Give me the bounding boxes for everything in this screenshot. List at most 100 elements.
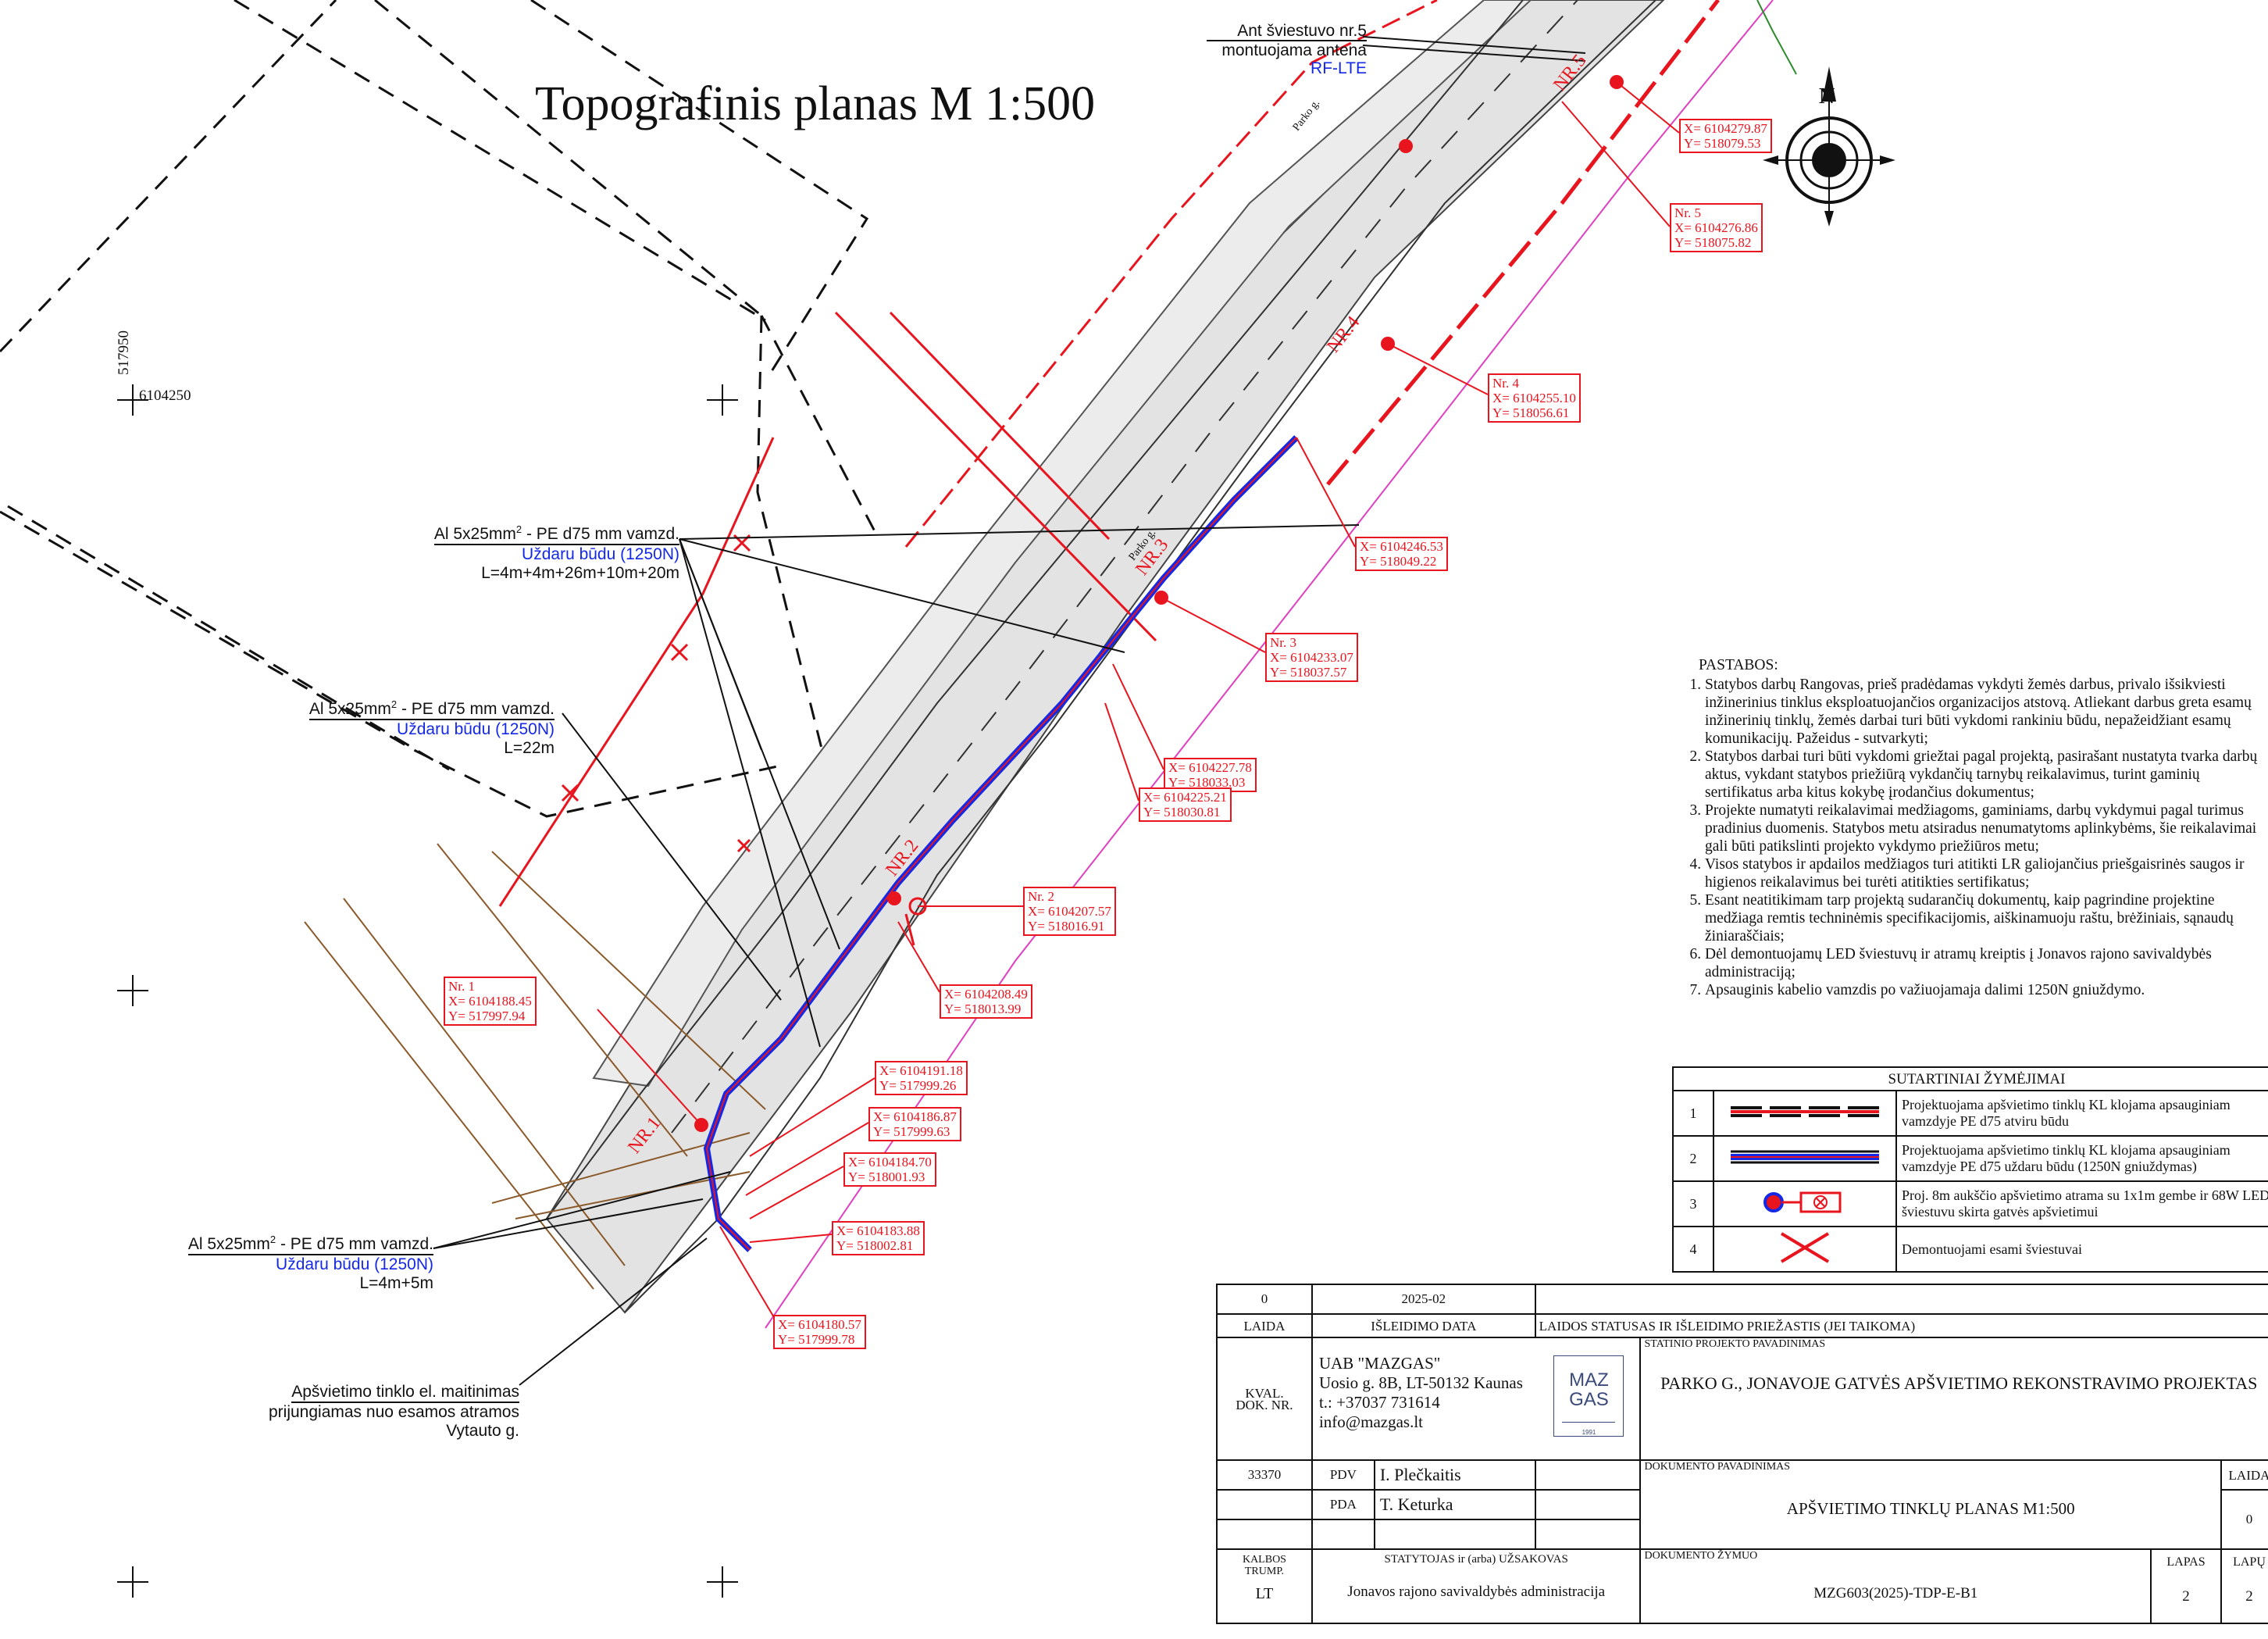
coord-y: Y= 518013.99 [944, 1002, 1022, 1016]
sheet-cell: LAPAS 2 [2150, 1548, 2222, 1624]
code-label: DOKUMENTO ŽYMUO [1644, 1550, 1758, 1562]
legend-symbol [1713, 1090, 1897, 1137]
legend-symbol [1713, 1180, 1897, 1227]
callout-length: L=4m+5m [359, 1274, 433, 1292]
coord-y: Y= 518002.81 [836, 1238, 914, 1253]
north-label: N [1819, 84, 1835, 109]
remove-x-icon [1780, 1231, 1830, 1263]
plan-title: Topografinis planas M 1:500 [535, 77, 1096, 130]
coord-x: X= 6104208.49 [944, 987, 1028, 1002]
grid-label-x: 6104250 [139, 387, 191, 404]
notes-section: PASTABOS: Statybos darbų Rangovas, prieš… [1675, 656, 2268, 999]
kval-number: 33370 [1216, 1459, 1313, 1491]
issue-date: 2025-02 [1311, 1284, 1536, 1315]
light-pole-icon [1763, 1191, 1842, 1212]
coord-x: X= 6104227.78 [1168, 760, 1252, 775]
power-note-title: Apšvietimo tinklo el. maitinimas [291, 1383, 519, 1403]
coord-x: X= 6104225.21 [1143, 790, 1227, 805]
coord-x: X= 6104255.10 [1492, 391, 1576, 405]
road [545, 0, 1665, 1314]
coord-name: Nr. 3 [1270, 635, 1296, 650]
sheets-total-cell: LAPŲ 2 [2220, 1548, 2268, 1624]
document-code: MZG603(2025)-TDP-E-B1 [1813, 1585, 1978, 1602]
coord-y: Y= 517999.78 [778, 1332, 855, 1347]
cable-spec-rest: - PE d75 mm vamzd. [276, 1235, 433, 1253]
sheets-total: 2 [2245, 1588, 2253, 1605]
document-cell: DOKUMENTO PAVADINIMAS APŠVIETIMO TINKLŲ … [1639, 1459, 2222, 1550]
coord-x: X= 6104180.57 [778, 1317, 861, 1332]
sheets-total-label: LAPŲ [2233, 1555, 2266, 1569]
coord-y: Y= 518016.91 [1028, 919, 1105, 934]
coord-x: X= 6104184.70 [848, 1155, 932, 1169]
coord-y: Y= 518033.03 [1168, 775, 1246, 790]
grid-crosses [117, 384, 738, 1598]
grid-label-y: 517950 [116, 330, 132, 375]
issue-date-label: IŠLEIDIMO DATA [1311, 1313, 1536, 1338]
cable-closed-icon [1731, 1150, 1879, 1163]
note-item: Projekte numatyti reikalavimai medžiagom… [1705, 802, 2268, 855]
callout-cable: Al 5x25mm2 - PE d75 mm vamzd. [426, 520, 679, 545]
language-label: KALBOS TRUMP. [1242, 1554, 1286, 1577]
legend-row: 4 Demontuojami esami šviestuvai [1672, 1226, 2268, 1273]
revision-header: LAIDA [2220, 1459, 2268, 1491]
coord-x: X= 6104246.53 [1360, 539, 1443, 554]
note-item: Statybos darbai turi būti vykdomi griežt… [1705, 748, 2268, 802]
coord-name: Nr. 5 [1674, 205, 1701, 220]
legend-title: SUTARTINIAI ŽYMĖJIMAI [1672, 1066, 2268, 1091]
coord-x: X= 6104279.87 [1684, 121, 1767, 136]
cable-spec-sup: 2 [269, 1234, 276, 1245]
company-phone: t.: +37037 731614 [1318, 1393, 1440, 1412]
coord-name: Nr. 1 [448, 979, 475, 994]
legend-row: 3 Proj. 8m aukščio apšvietimo atrama su … [1672, 1180, 2268, 1227]
callout-length: L=4m+4m+26m+10m+20m [481, 564, 679, 582]
cable-spec-sup: 2 [515, 523, 522, 535]
blank-cell [1373, 1519, 1536, 1550]
callout-length: L=22m [504, 739, 555, 757]
blank-cell [1534, 1519, 1642, 1550]
antenna-note-line: Ant šviestuvo nr.5 [1207, 22, 1367, 41]
legend-table: SUTARTINIAI ŽYMĖJIMAI 1 Projektuojama ap… [1672, 1066, 2268, 1273]
coord-y: Y= 518037.57 [1270, 665, 1347, 680]
role-pdv: PDV [1311, 1459, 1375, 1491]
antenna-note-line: RF-LTE [1311, 59, 1367, 77]
callout-cable: Al 5x25mm2 - PE d75 mm vamzd. [180, 1230, 433, 1255]
client-name: Jonavos rajono savivaldybės administraci… [1347, 1584, 1606, 1600]
logo-small: 1991 [1562, 1422, 1616, 1442]
north-arrow-icon [1763, 66, 1895, 227]
title-block: 0 2025-02 LAIDA IŠLEIDIMO DATA LAIDOS ST… [1216, 1284, 2268, 1624]
pda-name: T. Keturka [1373, 1489, 1536, 1520]
power-note-line: Apšvietimo tinklo el. maitinimas [258, 1383, 519, 1403]
callout-cable: Al 5x25mm2 - PE d75 mm vamzd. [301, 695, 555, 720]
legend-header: SUTARTINIAI ŽYMĖJIMAI [1672, 1066, 2268, 1091]
existing-red-cable [498, 0, 1720, 907]
project-cell: STATINIO PROJEKTO PAVADINIMAS PARKO G., … [1639, 1337, 2268, 1461]
coord-x: X= 6104183.88 [836, 1223, 920, 1238]
cable-spec: Al 5x25mm [308, 700, 391, 718]
callout-method: Uždaru būdu (1250N) [276, 1255, 433, 1273]
antenna-note-line: montuojama antena [1221, 41, 1367, 59]
coord-y: Y= 518030.81 [1143, 805, 1221, 820]
coord-y: Y= 518056.61 [1492, 405, 1570, 420]
coord-y: Y= 517997.94 [448, 1009, 526, 1023]
document-name: APŠVIETIMO TINKLŲ PLANAS M1:500 [1786, 1499, 2075, 1518]
legend-text: Projektuojama apšvietimo tinklų KL kloja… [1895, 1135, 2268, 1182]
removed-lights [561, 534, 751, 853]
cable-spec-rest: - PE d75 mm vamzd. [397, 700, 555, 718]
cable-spec: Al 5x25mm [187, 1235, 270, 1253]
cable-callout: Al 5x25mm2 - PE d75 mm vamzd. Uždaru būd… [180, 1230, 433, 1293]
blank-cell [1311, 1519, 1375, 1550]
note-item: Dėl demontuojamų LED šviestuvų ir atramų… [1705, 945, 2268, 981]
cable-callout: Al 5x25mm2 - PE d75 mm vamzd. Uždaru būd… [301, 695, 555, 758]
parcel-boundaries [0, 0, 876, 852]
blank-cell [1216, 1519, 1313, 1550]
project-label: STATINIO PROJEKTO PAVADINIMAS [1644, 1338, 1826, 1350]
